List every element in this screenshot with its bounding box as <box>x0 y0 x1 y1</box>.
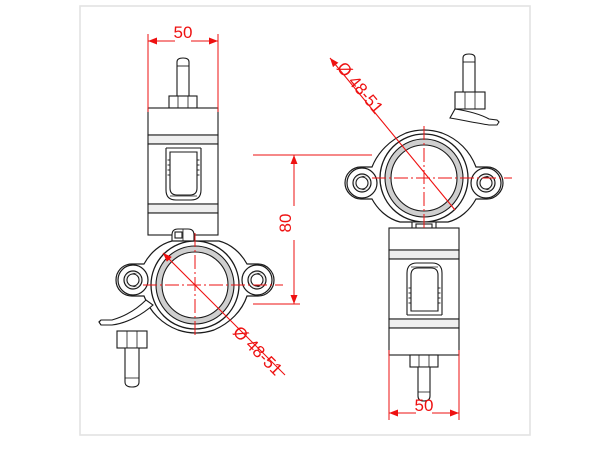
left-view <box>98 57 283 388</box>
right-side-lug-right <box>470 167 502 199</box>
left-u-channel <box>165 147 202 201</box>
dimension-vertical-80-label: 80 <box>276 214 295 233</box>
drawing-frame <box>79 5 531 436</box>
dimension-top-width: 50 <box>147 23 219 112</box>
right-ring-centerlines <box>372 126 512 230</box>
right-view <box>344 53 512 402</box>
right-u-channel <box>406 262 443 316</box>
right-lever-arm <box>449 108 500 126</box>
left-top-tab <box>171 228 195 242</box>
right-bottom-stud <box>417 366 431 402</box>
dimension-bottom-width-label: 50 <box>415 396 434 415</box>
left-channel-knurl <box>167 159 200 176</box>
diameter-leader-line <box>162 252 286 376</box>
left-top-hex-flange <box>168 95 198 109</box>
left-lever-arm <box>98 299 154 326</box>
left-side-lug-right <box>241 264 273 296</box>
right-side-lug-left <box>346 167 378 199</box>
left-bottom-stud <box>124 347 140 388</box>
right-bottom-hex-flange <box>409 354 439 368</box>
left-top-stud <box>176 57 190 97</box>
right-top-stud <box>462 53 476 93</box>
diameter-leader-line <box>329 57 456 211</box>
dimension-top-width-label: 50 <box>174 23 193 42</box>
right-top-hex-nut <box>454 91 486 110</box>
dimension-bottom-width: 50 <box>388 350 460 420</box>
left-side-lug-left <box>117 264 149 296</box>
right-channel-knurl <box>408 287 441 304</box>
left-bottom-hex-nut <box>116 330 148 349</box>
dimension-vertical-80: 80 <box>253 154 372 305</box>
